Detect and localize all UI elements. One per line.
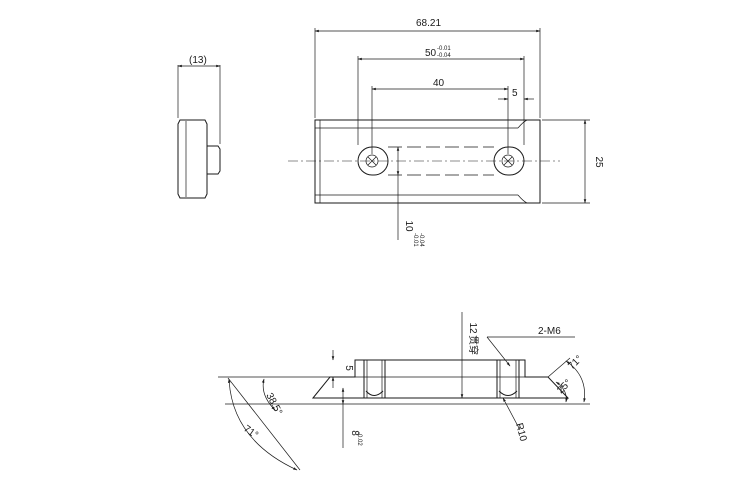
side-view-body <box>177 119 208 199</box>
pocket-depth-label: 12 <box>467 322 478 334</box>
side-width-label: (13) <box>189 55 207 66</box>
right-large-angle-arc <box>565 360 586 403</box>
right-pocket-bottom <box>498 390 518 396</box>
left-pocket-bottom <box>365 390 384 396</box>
top-view-outline <box>314 119 541 204</box>
thread-callout-leader <box>486 336 511 367</box>
slot-width-tol-lower: -0.04 <box>418 233 424 247</box>
left-large-angle-arc <box>227 378 298 471</box>
slot-pitch-label: 50 <box>425 48 437 59</box>
slot-width-tol-upper: -0.01 <box>412 233 418 247</box>
step-height-label: 5 <box>343 365 354 371</box>
right-pocket-walls <box>496 360 520 398</box>
right-angle-ray <box>547 357 571 378</box>
right-small-angle-label: 25° <box>555 378 573 396</box>
height-label: 25 <box>593 156 604 168</box>
slot-pitch-tol-lower: -0.04 <box>437 53 451 59</box>
slot-width-label: 10 <box>403 220 414 232</box>
side-view-boss <box>207 145 221 175</box>
radius-leader <box>502 397 521 431</box>
top-view: 68.21 50 -0.01 -0.04 40 5 25 10 -0.01 -0… <box>288 18 604 247</box>
left-hole-cross-b <box>367 156 377 166</box>
front-view: 38.5° 71° 5 8 -0.02 12 贯穿 2-M6 R10 71° 2… <box>218 312 590 471</box>
radius-label: R10 <box>513 422 528 443</box>
right-pocket-inner <box>499 360 517 398</box>
slot-pitch-tol-upper: -0.01 <box>437 46 451 52</box>
hole-spacing-label: 40 <box>433 78 445 89</box>
thickness-tol: -0.02 <box>356 432 362 446</box>
top-view-chamfer-bottom <box>517 194 528 204</box>
right-large-angle-label: 71° <box>566 354 584 372</box>
side-view: (13) <box>177 55 221 199</box>
left-pocket-walls <box>363 360 386 398</box>
top-view-chamfer-top <box>517 119 528 129</box>
thread-callout-label: 2-M6 <box>538 326 561 337</box>
left-large-angle-label: 71° <box>241 423 260 441</box>
pocket-note-label: 贯穿 <box>467 335 480 355</box>
thickness-label: 8 <box>349 430 360 436</box>
edge-offset-label: 5 <box>512 88 518 99</box>
right-small-angle-arc <box>555 381 568 403</box>
overall-length-label: 68.21 <box>416 18 441 29</box>
left-pocket-inner <box>366 360 383 398</box>
